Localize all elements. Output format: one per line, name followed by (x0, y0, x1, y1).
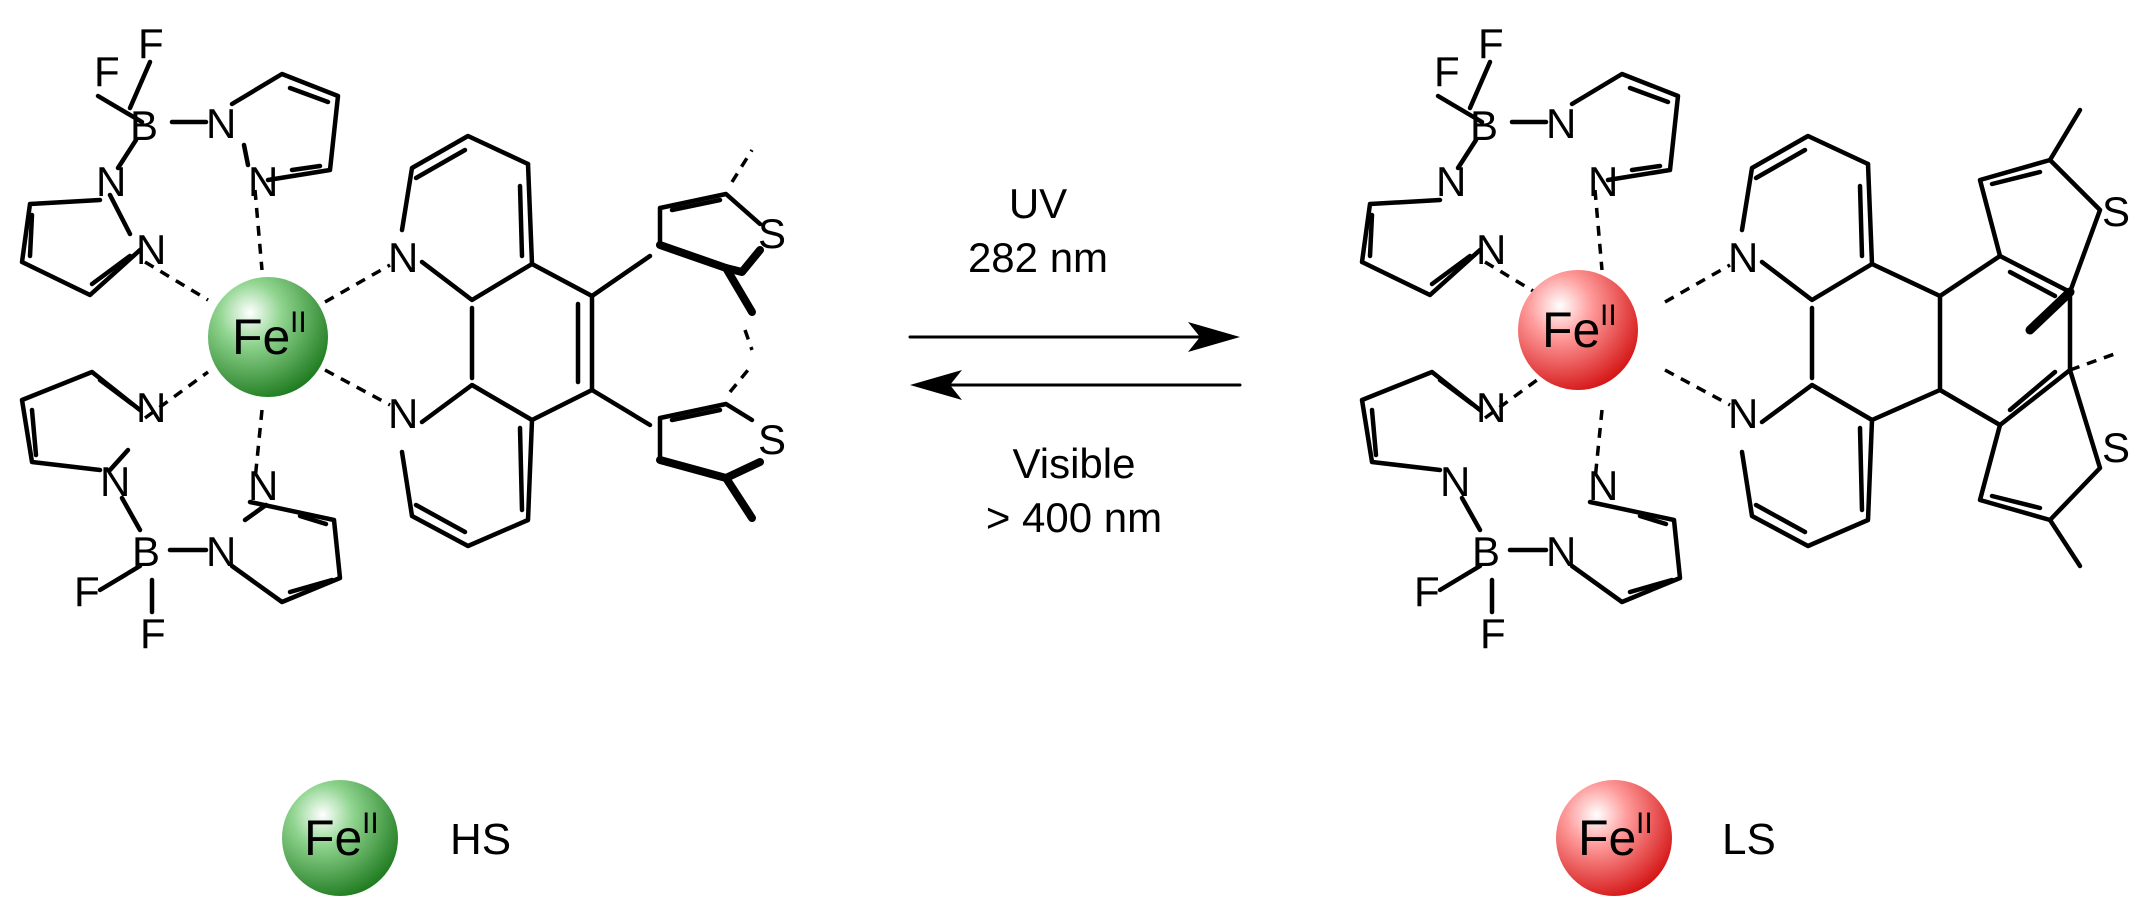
nitrogen-atom: N (388, 234, 418, 281)
fluorine-atom: F (94, 48, 120, 95)
boron-atom: B (1472, 528, 1500, 575)
nitrogen-atom: N (1728, 390, 1758, 437)
forward-condition-line1: UV (1009, 180, 1067, 227)
low-spin-label: LS (1722, 815, 1776, 864)
metal-symbol: Fe (304, 810, 362, 866)
sulfur-atom: S (758, 210, 786, 257)
fluorine-atom: F (1480, 610, 1506, 657)
nitrogen-atom: N (136, 384, 166, 431)
high-spin-label: HS (450, 815, 511, 864)
forward-condition-line2: 282 nm (968, 234, 1108, 281)
sulfur-atom: S (2102, 424, 2130, 471)
fe-low-spin-sphere (1518, 270, 1638, 390)
fluorine-atom: F (140, 610, 166, 657)
nitrogen-atom: N (1476, 226, 1506, 273)
fluorine-atom: F (1414, 568, 1440, 615)
nitrogen-atom: N (206, 100, 236, 147)
nitrogen-atom: N (100, 458, 130, 505)
nitrogen-atom: N (388, 390, 418, 437)
nitrogen-atom: N (96, 158, 126, 205)
oxidation-state: II (1600, 299, 1617, 332)
nitrogen-atom: N (1440, 458, 1470, 505)
metal-symbol: Fe (1542, 302, 1600, 358)
nitrogen-atom: N (1546, 528, 1576, 575)
legend-green-sphere (282, 780, 398, 896)
fe-high-spin-sphere (208, 277, 328, 397)
legend-high-spin: Fe II HS (282, 780, 511, 896)
oxidation-state: II (362, 807, 379, 840)
nitrogen-atom: N (206, 528, 236, 575)
legend-red-sphere (1556, 780, 1672, 896)
reaction-arrows: UV 282 nm Visible > 400 nm (908, 180, 1242, 541)
nitrogen-atom: N (1588, 462, 1618, 509)
nitrogen-atom: N (1728, 234, 1758, 281)
nitrogen-atom: N (136, 226, 166, 273)
reverse-condition-line1: Visible (1013, 440, 1136, 487)
nitrogen-atom: N (1436, 158, 1466, 205)
right-complex: F F B N N N N N N N N B F F N N S S Fe I… (1359, 20, 2130, 657)
left-complex: F F B N N N N N N N N B F F N N S S Fe I… (19, 20, 786, 657)
nitrogen-atom: N (248, 158, 278, 205)
sulfur-atom: S (758, 416, 786, 463)
nitrogen-atom: N (1546, 100, 1576, 147)
nitrogen-atom: N (1588, 158, 1618, 205)
fluorine-atom: F (1478, 20, 1504, 67)
oxidation-state: II (290, 306, 307, 339)
forward-arrow-head (1188, 322, 1240, 352)
metal-symbol: Fe (232, 309, 290, 365)
legend-low-spin: Fe II LS (1556, 780, 1776, 896)
fluorine-atom: F (74, 568, 100, 615)
boron-atom: B (130, 102, 158, 149)
reverse-arrow-head (910, 370, 962, 400)
sulfur-atom: S (2102, 188, 2130, 235)
nitrogen-atom: N (1476, 384, 1506, 431)
boron-atom: B (1470, 102, 1498, 149)
fluorine-atom: F (138, 20, 164, 67)
nitrogen-atom: N (248, 462, 278, 509)
oxidation-state: II (1636, 807, 1653, 840)
reverse-condition-line2: > 400 nm (986, 494, 1162, 541)
metal-symbol: Fe (1578, 810, 1636, 866)
fluorine-atom: F (1434, 48, 1460, 95)
boron-atom: B (132, 528, 160, 575)
